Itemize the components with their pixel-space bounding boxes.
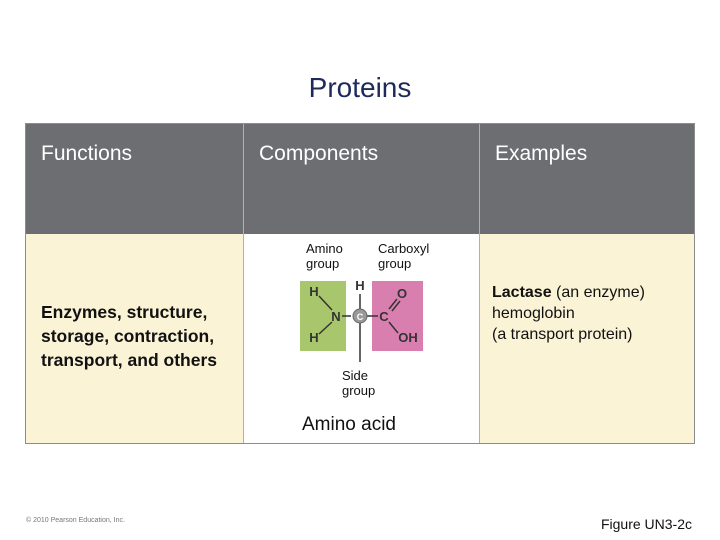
example-hemoglobin: hemoglobin [492,305,575,322]
carboxyl-group-label-line: Carboxyl [378,241,430,256]
examples-line-1: Lactase (an enzyme) [492,282,645,303]
protein-table: Functions Components Examples Enzymes, s… [25,123,695,444]
atom-c-center: C [357,312,364,322]
amino-group-label: Amino group [306,241,343,271]
amino-group-label-line: Amino [306,241,343,256]
header-components-label: Components [259,142,379,165]
page-title: Proteins [308,72,412,103]
functions-text: Enzymes, structure, storage, contraction… [41,300,217,372]
example-lactase: Lactase [492,284,552,301]
divider [479,124,480,443]
amino-acid-caption: Amino acid [302,414,396,435]
atom-o: O [397,286,407,301]
functions-cell: Enzymes, structure, storage, contraction… [26,234,243,443]
atom-n: N [331,309,340,324]
central-carbon [352,308,368,324]
atom-oh: OH [398,330,418,345]
carboxyl-group-label: Carboxyl group [378,241,429,271]
copyright: © 2010 Pearson Education, Inc. [26,517,125,524]
amino-acid-structure: H H N H C C O OH [300,278,423,362]
bond [388,298,398,310]
carboxyl-group-label-line: group [378,256,412,271]
atom-c-carboxyl: C [379,309,389,324]
side-group-label-line: Side [342,368,369,383]
header-examples: Examples [480,124,694,234]
example-hemoglobin-desc: (a transport protein) [492,326,633,343]
atom-h-left-top: H [309,284,318,299]
examples-text: Lactase (an enzyme) hemoglobin (a transp… [492,282,645,345]
header-functions: Functions [26,124,243,234]
examples-cell: Lactase (an enzyme) hemoglobin (a transp… [480,234,694,443]
figure-label: Figure UN3-2c [600,516,692,532]
atom-h-left-bottom: H [309,330,318,345]
amino-group-label-line: group [306,256,340,271]
atom-h-top: H [355,278,364,293]
functions-line: Enzymes, structure, [41,302,208,322]
header-components: Components [244,124,479,234]
header-functions-label: Functions [41,142,133,165]
functions-line: storage, contraction, [41,326,215,346]
bond [318,321,333,335]
bond [388,321,399,334]
divider [243,124,244,443]
side-group-label-line: group [342,383,376,398]
amino-group-box [300,281,346,351]
components-cell: Amino group Carboxyl group H H N [244,234,479,443]
bond [391,300,401,312]
example-lactase-desc: (an enzyme) [551,284,645,301]
header-examples-label: Examples [495,142,588,165]
carboxyl-group-box [372,281,423,351]
side-group-label: Side group [342,368,375,398]
functions-line: transport, and others [41,350,217,370]
bond [318,295,333,311]
